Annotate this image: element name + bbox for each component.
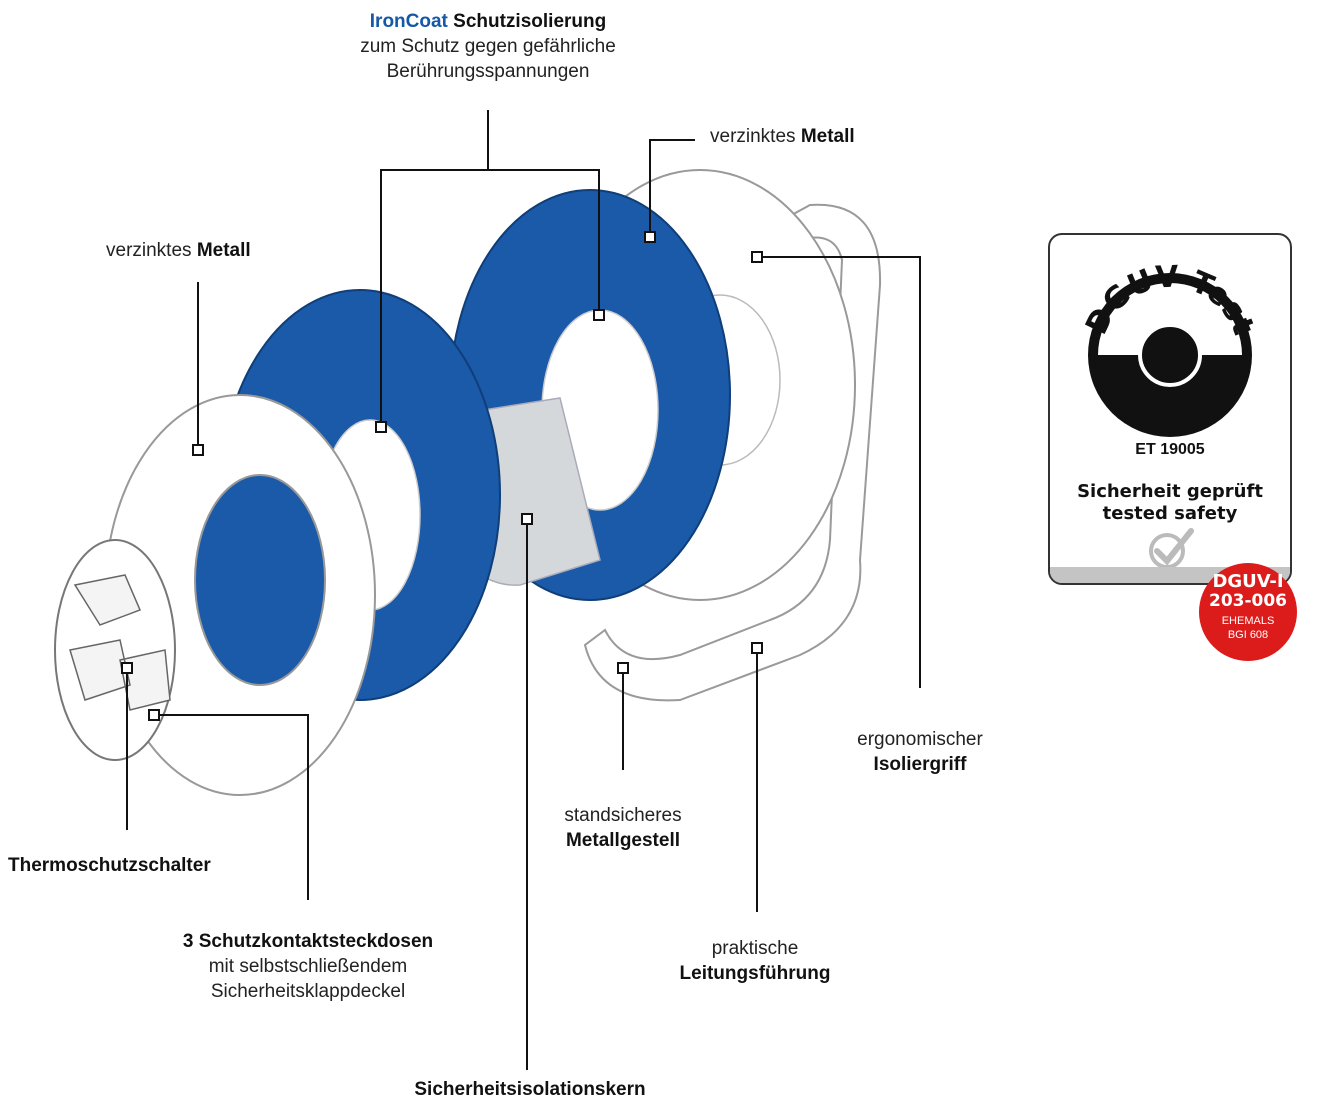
badge-line2: tested safety — [1102, 503, 1238, 524]
steckdosen-line2: mit selbstschließendem — [208, 956, 408, 977]
label-kern: Sicherheitsisolationskern — [380, 1077, 680, 1102]
leitungsfuehrung-bold: Leitungsführung — [679, 963, 831, 984]
front-metal-disc-hole — [194, 474, 326, 686]
label-metall-left: verzinktes Metall — [106, 238, 251, 263]
label-metall-right: verzinktes Metall — [710, 124, 855, 149]
ironcoat-line3: Berührungsspannungen — [386, 61, 590, 82]
red-badge-line2: 203-006 — [1208, 591, 1288, 611]
check-icon — [1149, 528, 1194, 569]
label-steckdosen: 3 Schutzkontaktsteckdosen mit selbstschl… — [158, 929, 458, 1004]
label-ironcoat: IronCoat Schutzisolierung zum Schutz geg… — [330, 9, 646, 84]
kern-bold: Sicherheitsisolationskern — [414, 1079, 646, 1100]
thermoschutz-bold: Thermoschutzschalter — [8, 855, 211, 876]
dguv-test-badge: DGUV Test ET 19005 Sicherheit geprüft te… — [1048, 233, 1292, 585]
metallgestell-bold: Metallgestell — [565, 830, 681, 851]
label-isoliergriff: ergonomischer Isoliergriff — [820, 727, 1020, 777]
isoliergriff-line1: ergonomischer — [857, 729, 983, 750]
label-thermoschutz: Thermoschutzschalter — [8, 853, 211, 878]
metallgestell-line1: standsicheres — [564, 805, 682, 826]
isoliergriff-bold: Isoliergriff — [873, 754, 967, 775]
label-metallgestell: standsicheres Metallgestell — [533, 803, 713, 853]
callout-markers — [121, 231, 763, 721]
metall-left-bold: Metall — [196, 240, 251, 261]
metall-right-pre: verzinktes — [710, 126, 796, 147]
badge-code: ET 19005 — [1135, 441, 1205, 458]
red-badge-line3: EHEMALS — [1221, 615, 1275, 627]
red-badge-line4: BGI 608 — [1227, 629, 1269, 641]
ironcoat-line2: zum Schutz gegen gefährliche — [360, 36, 616, 57]
label-leitungsfuehrung: praktische Leitungsführung — [655, 936, 855, 986]
red-badge-line1: DGUV-I — [1212, 571, 1284, 592]
steckdosen-line3: Sicherheitsklappdeckel — [210, 981, 406, 1002]
badge-line1: Sicherheit geprüft — [1077, 481, 1263, 502]
leitungsfuehrung-line1: praktische — [711, 938, 799, 959]
ironcoat-brand: IronCoat — [369, 11, 448, 32]
metall-left-pre: verzinktes — [106, 240, 192, 261]
steckdosen-bold: 3 Schutzkontaktsteckdosen — [182, 931, 434, 952]
leader-lines — [126, 110, 921, 1070]
dguv-i-red-badge: DGUV-I 203-006 EHEMALS BGI 608 — [1199, 563, 1297, 661]
metall-right-bold: Metall — [800, 126, 855, 147]
dguv-logo: DGUV Test — [1079, 260, 1261, 437]
socket-covers — [69, 574, 171, 711]
ironcoat-bold: Schutzisolierung — [453, 11, 607, 32]
